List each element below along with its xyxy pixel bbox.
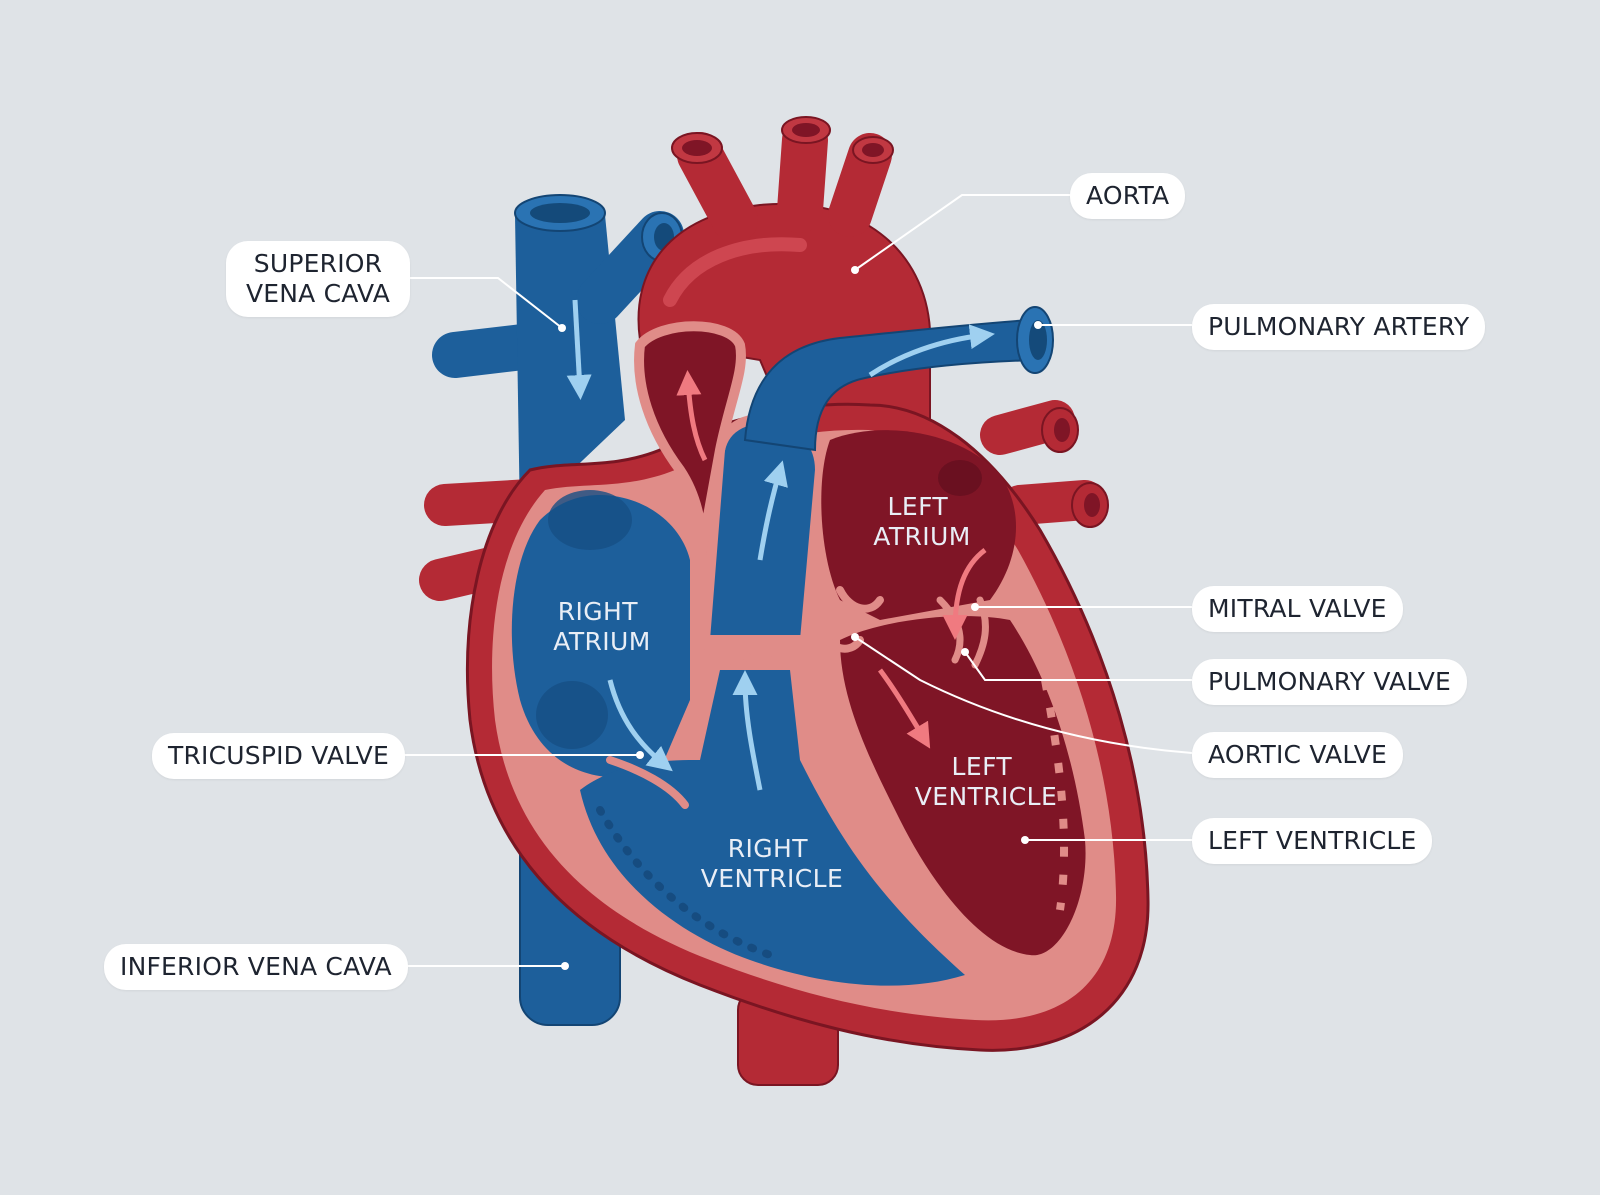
chamber-label-left-atrium: LEFT ATRIUM	[873, 492, 970, 551]
label-aorta: AORTA	[1070, 173, 1186, 219]
leader-aortic-valve	[854, 636, 1193, 754]
label-mitral-valve: MITRAL VALVE	[1192, 586, 1403, 632]
heart-body	[466, 321, 1150, 1052]
label-pulmonary-artery: PULMONARY ARTERY	[1192, 304, 1486, 350]
label-line: SUPERIOR	[253, 249, 383, 278]
label-line: PULMONARY VALVE	[1208, 667, 1452, 696]
chamber-label-left-ventricle: LEFT VENTRICLE	[915, 752, 1057, 811]
leader-aorta	[854, 194, 1070, 271]
label-inferior-vena-cava: INFERIOR VENA CAVA	[104, 944, 408, 990]
flow-arrows-blue	[566, 299, 995, 791]
leader-superior-vena-cava	[402, 277, 563, 329]
label-pulmonary-valve: PULMONARY VALVE	[1192, 659, 1468, 705]
pulmonary-veins-right	[980, 400, 1109, 528]
chamber-label-right-ventricle: RIGHT VENTRICLE	[701, 834, 843, 893]
label-line: MITRAL VALVE	[1208, 594, 1387, 623]
label-superior-vena-cava: SUPERIOR VENA CAVA	[226, 241, 410, 317]
label-left-ventricle: LEFT VENTRICLE	[1192, 818, 1433, 864]
label-line: PULMONARY ARTERY	[1208, 312, 1470, 341]
label-line: AORTA	[1086, 181, 1170, 210]
label-tricuspid-valve: TRICUSPID VALVE	[152, 733, 405, 779]
chamber-label-right-atrium: RIGHT ATRIUM	[553, 597, 650, 656]
label-line: LEFT VENTRICLE	[1208, 826, 1417, 855]
pulmonary-artery-vessel	[743, 306, 1054, 452]
label-line: AORTIC VALVE	[1208, 740, 1388, 769]
label-line: VENA CAVA	[245, 279, 390, 308]
label-line: INFERIOR VENA CAVA	[120, 952, 392, 981]
label-aortic-valve: AORTIC VALVE	[1192, 732, 1404, 778]
label-line: TRICUSPID VALVE	[168, 741, 389, 770]
flow-arrows-red	[676, 370, 987, 749]
leader-pulmonary-valve	[964, 651, 1192, 681]
leader-lines	[402, 194, 1193, 970]
